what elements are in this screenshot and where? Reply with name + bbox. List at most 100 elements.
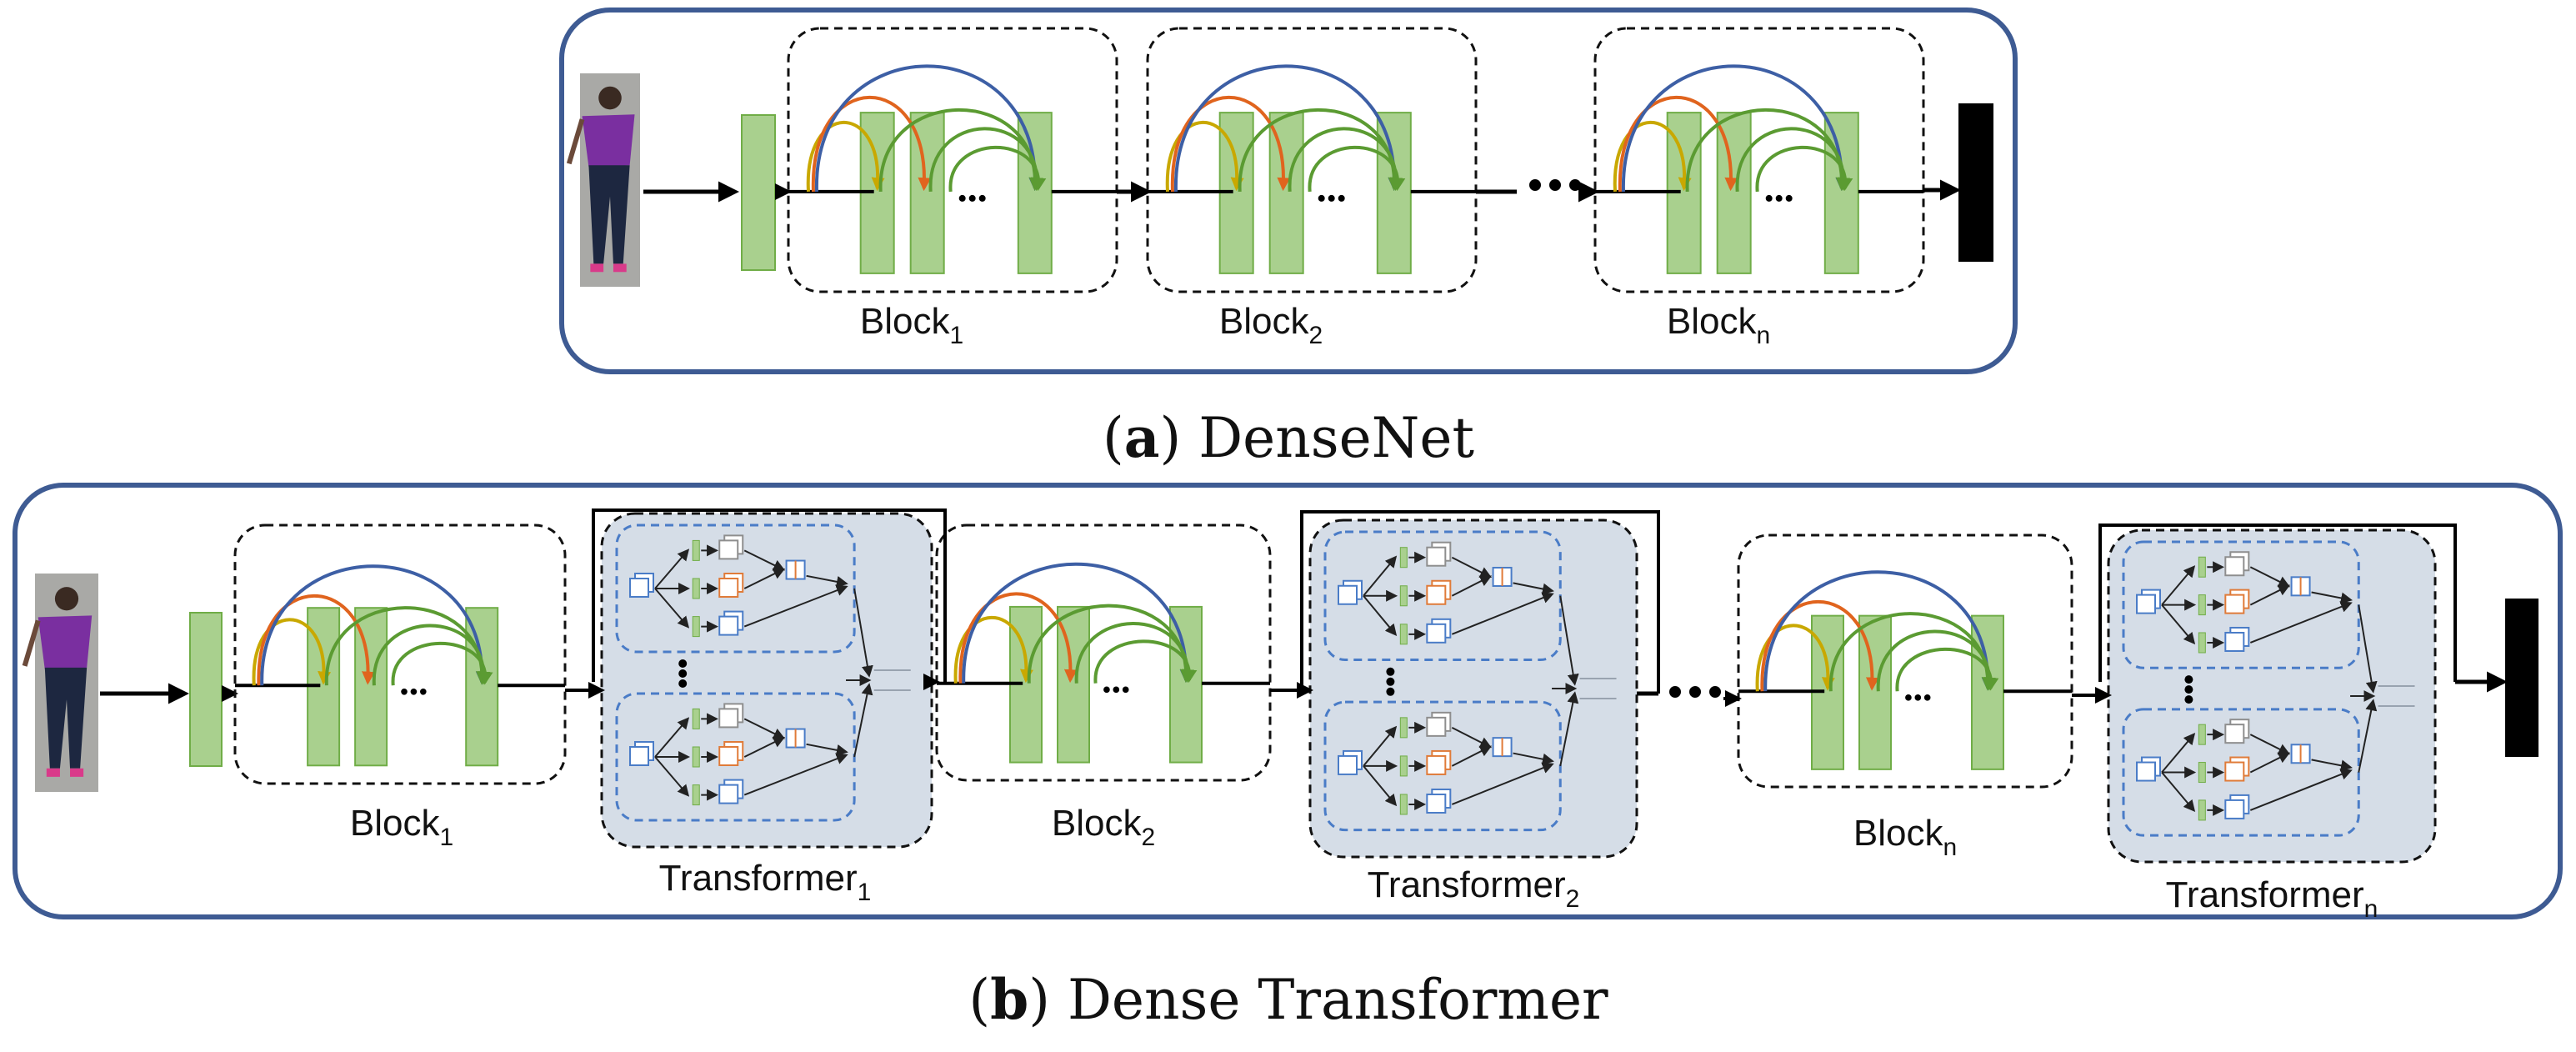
- panel-b-frame: [13, 483, 2563, 919]
- skip-arc-yellow: [953, 615, 1033, 684]
- panel-a-diagram: Block 1 Block2 Blockn: [566, 27, 1993, 349]
- value-arrow: [743, 584, 848, 628]
- input-token: [1338, 754, 1358, 775]
- attention-out-arrow: [806, 574, 848, 588]
- panel-b-block-label-2: Block2: [1052, 803, 1155, 851]
- branch-split-arrow: [654, 717, 690, 758]
- panel-b-transformer-label-2-text: Transformer: [1368, 864, 1566, 905]
- qkv-token: [1426, 584, 1447, 605]
- projection-bar: [2198, 799, 2206, 821]
- head: [598, 86, 622, 110]
- dense-ellipsis-dot: [1318, 194, 1325, 202]
- skip-arc-yellow: [1165, 120, 1244, 193]
- panel-a-block-label-2: Block2: [1219, 301, 1323, 349]
- skip-arc-green-3: [1093, 639, 1198, 684]
- skip-arc-blue: [814, 64, 1043, 192]
- branch-split-arrow: [1363, 725, 1398, 767]
- dense-block-boundary: [1593, 27, 1925, 293]
- dense-ellipsis-dot: [968, 194, 976, 202]
- value-arrow: [1451, 762, 1554, 805]
- skip-arc-blue: [260, 564, 489, 686]
- panel-b-caption: (b) Dense Transformer: [968, 967, 1608, 1032]
- dense-block-3: [1593, 27, 1925, 293]
- dense-layer-2: [1716, 112, 1752, 274]
- panel-a-block-label-2-subscript: 2: [1308, 322, 1323, 349]
- skip-arc-green-2: [1735, 127, 1851, 193]
- dense-block-3: [1737, 534, 2073, 789]
- head-ellipsis-dot: [1386, 667, 1395, 676]
- head-ellipsis-dot: [2184, 685, 2193, 694]
- panel-b-block-label-3-subscript: n: [1943, 834, 1957, 861]
- qkv-token: [718, 539, 739, 560]
- branch-split-arrow: [2161, 565, 2196, 606]
- transformer-2: [1308, 518, 1638, 859]
- merge-arrow: [853, 683, 873, 758]
- dense-ellipsis-dot: [1113, 686, 1120, 694]
- input-token: [629, 746, 649, 766]
- panel-b-ellipsis-dot: [1689, 686, 1701, 698]
- qkv-token: [718, 578, 739, 598]
- purple-shirt: [38, 615, 93, 669]
- dense-ellipsis-dot: [410, 689, 418, 695]
- panel-b-transformer-label-3-subscript: n: [2364, 895, 2378, 923]
- panel-b-ellipsis-dot: [1669, 686, 1681, 698]
- skip-arc-green-2: [928, 127, 1044, 193]
- panel-a-block-label-3: Blockn: [1667, 301, 1770, 349]
- transformer-3: [2107, 529, 2437, 864]
- panel-b-transformer-label-2: Transformer2: [1368, 864, 1580, 913]
- transformer-boundary: [600, 512, 933, 849]
- skip-arc-orange: [1760, 600, 1879, 692]
- merge-arrow: [853, 588, 873, 678]
- panel-b-block-label-3: Blockn: [1853, 813, 1957, 861]
- merge-arrow: [2358, 604, 2378, 694]
- branch-split-arrow: [2161, 604, 2196, 645]
- skip-arc-green-2: [1876, 629, 1997, 692]
- qkv-token: [718, 615, 739, 636]
- panel-a-frame: [559, 8, 2018, 374]
- skip-arc-blue: [962, 562, 1193, 684]
- purple-shirt: [582, 114, 635, 168]
- stem-layer: [741, 114, 776, 271]
- transformer-boundary: [1308, 518, 1638, 859]
- qkv-token: [2224, 556, 2245, 577]
- projection-bar: [1399, 755, 1408, 777]
- dense-layer-1: [859, 112, 895, 274]
- qkv-token: [2224, 631, 2245, 652]
- head-ellipsis-dot: [1386, 677, 1395, 686]
- panel-a-caption: (a) DenseNet: [1103, 405, 1474, 470]
- panel-a-block-label-3-text: Block: [1667, 301, 1758, 342]
- attention-arrow: [1451, 575, 1493, 597]
- head-ellipsis-dot: [2184, 675, 2193, 684]
- branch-split-arrow: [654, 756, 690, 797]
- projection-bar: [1399, 794, 1408, 815]
- input-person-image: [22, 574, 98, 792]
- left-shoe: [46, 768, 60, 777]
- panel-a-block-label-1-subscript: 1: [949, 322, 963, 349]
- projection-bar: [1399, 585, 1408, 607]
- dense-layer-2: [909, 112, 945, 274]
- dense-ellipsis-dot: [1923, 694, 1931, 701]
- branch-split-arrow: [1363, 595, 1398, 636]
- projection-bar: [692, 616, 700, 638]
- panel-a-ellipsis-dot: [1529, 179, 1541, 191]
- panel-a-block-label-3-subscript: n: [1756, 322, 1770, 349]
- dense-ellipsis-dot: [420, 689, 427, 695]
- dense-block-boundary: [787, 27, 1118, 293]
- dense-ellipsis-dot: [401, 689, 408, 695]
- qkv-token: [1426, 546, 1447, 567]
- attention-arrow: [1451, 745, 1493, 767]
- attention-arrow: [1451, 556, 1493, 579]
- projection-bar: [1399, 547, 1408, 569]
- attention-out-arrow: [1513, 752, 1554, 765]
- dense-layer-n: [1169, 605, 1203, 764]
- panel-b-transformer-label-1: Transformer1: [659, 858, 872, 906]
- jeans: [588, 165, 630, 264]
- projection-bar: [1399, 717, 1408, 739]
- dense-block-1: [233, 523, 567, 785]
- projection-bar: [2198, 724, 2206, 745]
- projection-bar: [692, 539, 700, 561]
- qkv-token: [718, 708, 739, 729]
- skip-arc-green-3: [1755, 145, 1853, 193]
- attention-out-arrow: [2311, 591, 2353, 604]
